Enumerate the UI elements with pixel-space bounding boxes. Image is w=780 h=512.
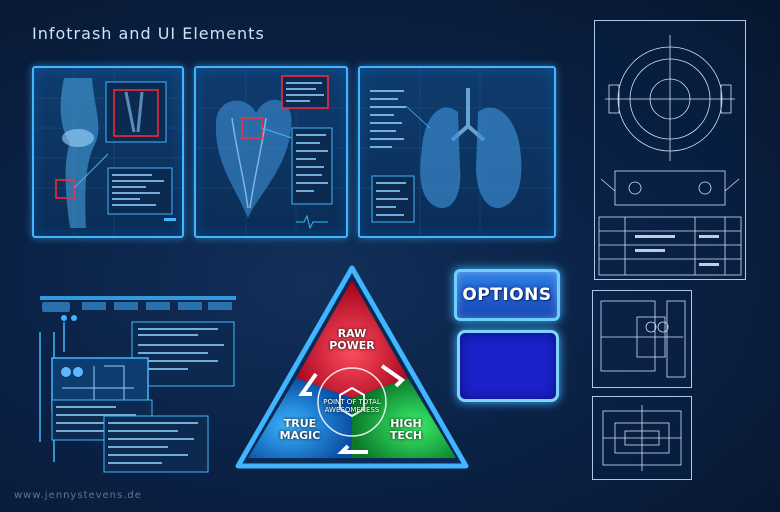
raw-power-segment[interactable]	[296, 280, 408, 398]
blank-screen-frame	[457, 330, 559, 402]
blueprint-section-drawing	[592, 396, 692, 480]
raw-power-label: RAW POWER	[329, 327, 375, 352]
blueprint-part-drawing	[594, 20, 746, 280]
high-tech-label: HIGH TECH	[389, 417, 423, 442]
blueprint-icon	[600, 300, 686, 378]
awesomeness-triangle	[235, 265, 469, 469]
arrow-icon	[298, 372, 318, 396]
knee-scan-panel	[32, 66, 184, 238]
blueprint-assembly-drawing	[592, 290, 692, 388]
heart-scan-icon	[196, 68, 346, 236]
circuit-board-icon	[39, 296, 236, 473]
page-title: Infotrash and UI Elements	[32, 24, 265, 43]
high-tech-segment[interactable]	[352, 378, 456, 458]
true-magic-label: TRUE MAGIC	[279, 417, 321, 442]
lungs-scan-icon	[360, 68, 554, 236]
arrow-icon	[380, 364, 406, 388]
options-button[interactable]: OPTIONS	[454, 269, 560, 321]
blueprint-icon	[602, 405, 682, 471]
blueprint-icon	[598, 35, 742, 276]
true-magic-segment[interactable]	[248, 378, 352, 458]
center-text: POINT OF TOTAL AWESOMENESS	[323, 398, 381, 414]
knee-xray-icon	[34, 68, 182, 236]
arrow-icon	[337, 444, 368, 454]
options-button-label: OPTIONS	[462, 285, 552, 305]
lungs-scan-panel	[358, 66, 556, 238]
heart-scan-panel	[194, 66, 348, 238]
credit-text: www.jennystevens.de	[14, 490, 142, 501]
